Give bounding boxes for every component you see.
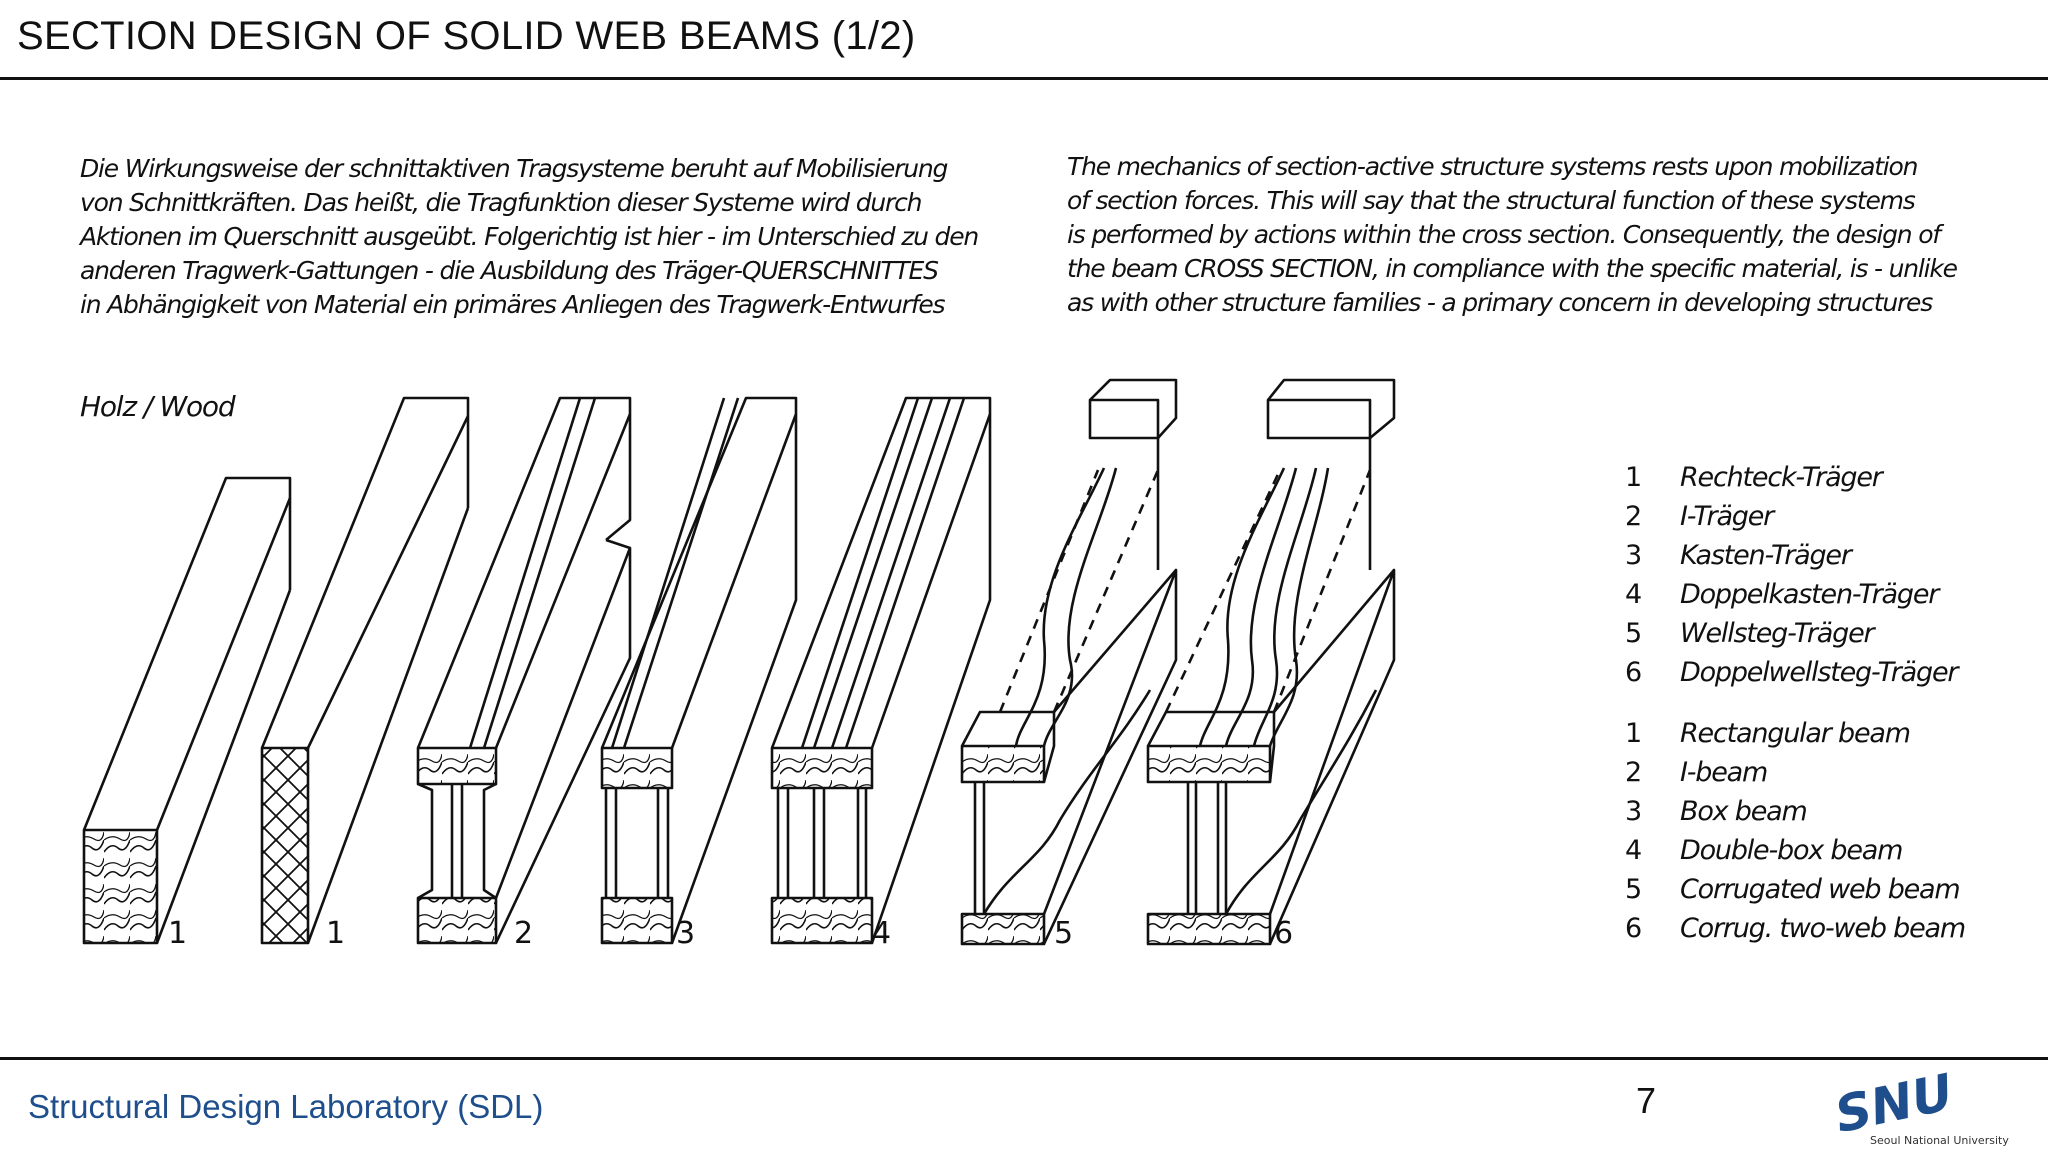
german-paragraph: Die Wirkungsweise der schnittaktiven Tra… xyxy=(80,152,979,322)
german-line: Aktionen im Querschnitt ausgeübt. Folger… xyxy=(80,222,979,251)
english-paragraph: The mechanics of section-active structur… xyxy=(1067,150,1958,320)
beam-number: 6 xyxy=(1274,916,1293,951)
beam-number: 1 xyxy=(168,916,187,951)
footer-divider xyxy=(0,1057,2048,1060)
german-line: anderen Tragwerk-Gattungen - die Ausbild… xyxy=(80,256,939,285)
beam-number: 3 xyxy=(676,916,695,951)
beam-number: 1 xyxy=(326,916,345,951)
beam-6-corrugated-two-web-beam xyxy=(1146,378,1396,946)
beam-3-box-beam xyxy=(600,396,798,945)
beam-number: 4 xyxy=(872,916,891,951)
beam-1-glulam xyxy=(260,396,470,945)
header-divider xyxy=(0,77,2048,80)
wood-label: Holz / Wood xyxy=(80,390,236,423)
beam-2-i-beam xyxy=(416,396,632,945)
english-line: as with other structure families - a pri… xyxy=(1067,288,1933,317)
slide-title: SECTION DESIGN OF SOLID WEB BEAMS (1/2) xyxy=(17,14,916,58)
beam-1-rectangular xyxy=(82,476,292,945)
german-line: Die Wirkungsweise der schnittaktiven Tra… xyxy=(80,154,948,183)
beam-number: 2 xyxy=(514,916,533,951)
english-line: the beam CROSS SECTION, in compliance wi… xyxy=(1067,254,1958,283)
german-line: in Abhängigkeit von Material ein primäre… xyxy=(80,290,946,319)
english-line: of section forces. This will say that th… xyxy=(1067,186,1916,215)
footer-lab-name: Structural Design Laboratory (SDL) xyxy=(28,1088,544,1125)
german-line: von Schnittkräften. Das heißt, die Tragf… xyxy=(80,188,922,217)
page-number: 7 xyxy=(1636,1080,1657,1121)
svg-text:Seoul National University: Seoul National University xyxy=(1870,1134,2009,1147)
beam-4-double-box-beam xyxy=(770,396,992,945)
english-line: The mechanics of section-active structur… xyxy=(1067,152,1918,181)
snu-logo: SNU Seoul National University xyxy=(1830,1070,2009,1147)
english-line: is performed by actions within the cross… xyxy=(1067,220,1941,249)
beam-5-corrugated-web-beam xyxy=(960,378,1178,946)
beam-number: 5 xyxy=(1054,916,1073,951)
